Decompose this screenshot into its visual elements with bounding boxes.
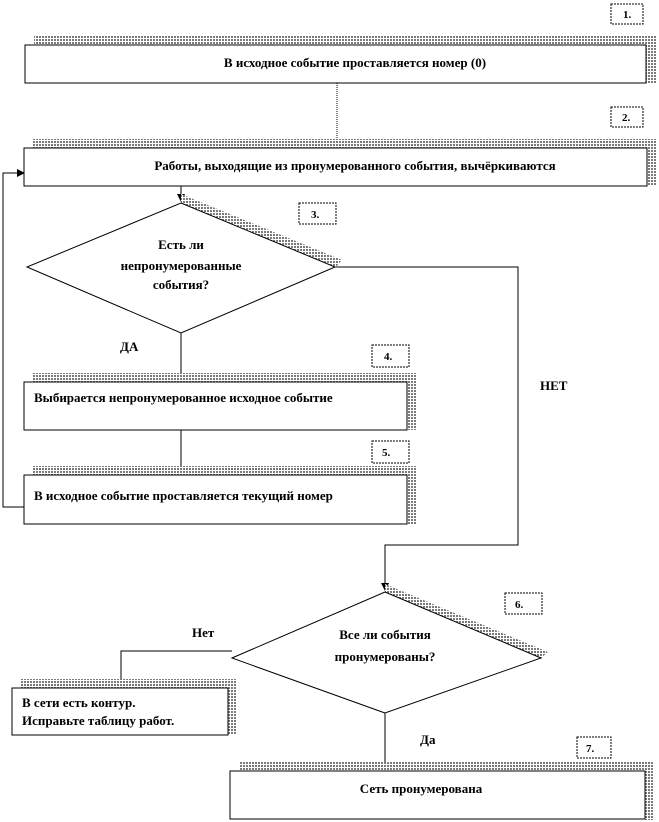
- step-5: В исходное событие проставляется текущий…: [23, 466, 417, 525]
- step-7-box: [229, 770, 646, 820]
- contour-box: [11, 687, 229, 736]
- step-2-text: Работы, выходящие из пронумерованного со…: [154, 158, 555, 173]
- badge-6-text: 6.: [515, 599, 524, 611]
- step-6-text-line-2: пронумерованы?: [335, 649, 436, 664]
- step-3-text-line-1: Есть ли: [158, 237, 204, 252]
- contour-shadow: [21, 679, 237, 689]
- step-6-decision: Все ли события пронумерованы?: [230, 584, 548, 714]
- step-1-box: [24, 44, 647, 84]
- step-4: Выбирается непронумерованное исходное со…: [23, 373, 417, 431]
- step-1-shadow-side: [646, 36, 656, 83]
- badge-4-text: 4.: [384, 351, 393, 363]
- step-2-shadow-side: [647, 139, 657, 186]
- badge-5-box: [371, 440, 410, 464]
- step-7-shadow: [239, 762, 654, 772]
- edge-label-yes-6: Да: [420, 732, 436, 747]
- edge-5-loop-to-2: [2, 169, 25, 508]
- edge-3-no-to-6: [335, 266, 519, 591]
- step-1: В исходное событие проставляется номер (…: [24, 36, 656, 84]
- edge-6-no-contour: [117, 650, 232, 687]
- step-4-shadow: [33, 373, 417, 383]
- badge-6-box: [504, 592, 543, 615]
- step-4-shadow-side: [407, 373, 417, 430]
- contour-error: В сети есть контур. Исправьте таблицу ра…: [11, 679, 237, 736]
- step-3-diamond: [25, 202, 337, 334]
- step-3-shadow: [181, 194, 342, 267]
- step-4-box: [23, 381, 408, 431]
- edge-label-no-6: Нет: [192, 625, 215, 640]
- edge-labels: ДА НЕТ Нет Да: [120, 339, 568, 747]
- step-1-text: В исходное событие проставляется номер (…: [224, 55, 486, 70]
- step-3-text-line-2: непронумерованные: [121, 258, 242, 273]
- badge-2-text: 2.: [622, 112, 631, 124]
- step-4-text: Выбирается непронумерованное исходное со…: [34, 390, 333, 405]
- step-7: Сеть пронумерована: [229, 762, 654, 820]
- contour-text-line-2: Исправьте таблицу работ.: [22, 713, 174, 728]
- badge-3-text: 3.: [311, 209, 320, 221]
- badge-3-box: [298, 202, 337, 225]
- step-5-shadow-side: [407, 466, 417, 524]
- step-1-shadow: [34, 36, 656, 46]
- badge-7-text: 7.: [586, 743, 595, 755]
- connectors: [2, 83, 519, 770]
- step-5-text: В исходное событие проставляется текущий…: [34, 488, 333, 503]
- badge-2-box: [610, 106, 644, 128]
- step-2-box: [23, 147, 648, 187]
- step-6-diamond: [230, 591, 543, 714]
- badge-1-text: 1.: [623, 9, 632, 21]
- step-5-shadow: [33, 466, 417, 476]
- badge-5-text: 5.: [382, 447, 391, 459]
- step-7-shadow-side: [645, 762, 654, 820]
- contour-text-line-1: В сети есть контур.: [22, 695, 135, 710]
- step-3-text-line-3: события?: [153, 277, 209, 292]
- edge-label-no-3: НЕТ: [540, 378, 568, 393]
- badge-4-box: [371, 344, 410, 368]
- badge-1-box: [610, 3, 644, 25]
- step-6-shadow: [385, 584, 548, 658]
- edge-label-yes-3: ДА: [120, 339, 139, 354]
- badge-7-box: [576, 736, 612, 759]
- step-7-text: Сеть пронумерована: [360, 781, 483, 796]
- step-2: Работы, выходящие из пронумерованного со…: [23, 139, 657, 187]
- step-5-box: [23, 474, 408, 525]
- step-6-text-line-1: Все ли события: [339, 627, 430, 642]
- step-2-shadow: [33, 139, 657, 149]
- contour-shadow-side: [228, 679, 237, 735]
- step-number-badges: 1. 2. 3. 4. 5. 6. 7.: [298, 3, 644, 759]
- step-3-decision: Есть ли непронумерованные события?: [25, 194, 342, 334]
